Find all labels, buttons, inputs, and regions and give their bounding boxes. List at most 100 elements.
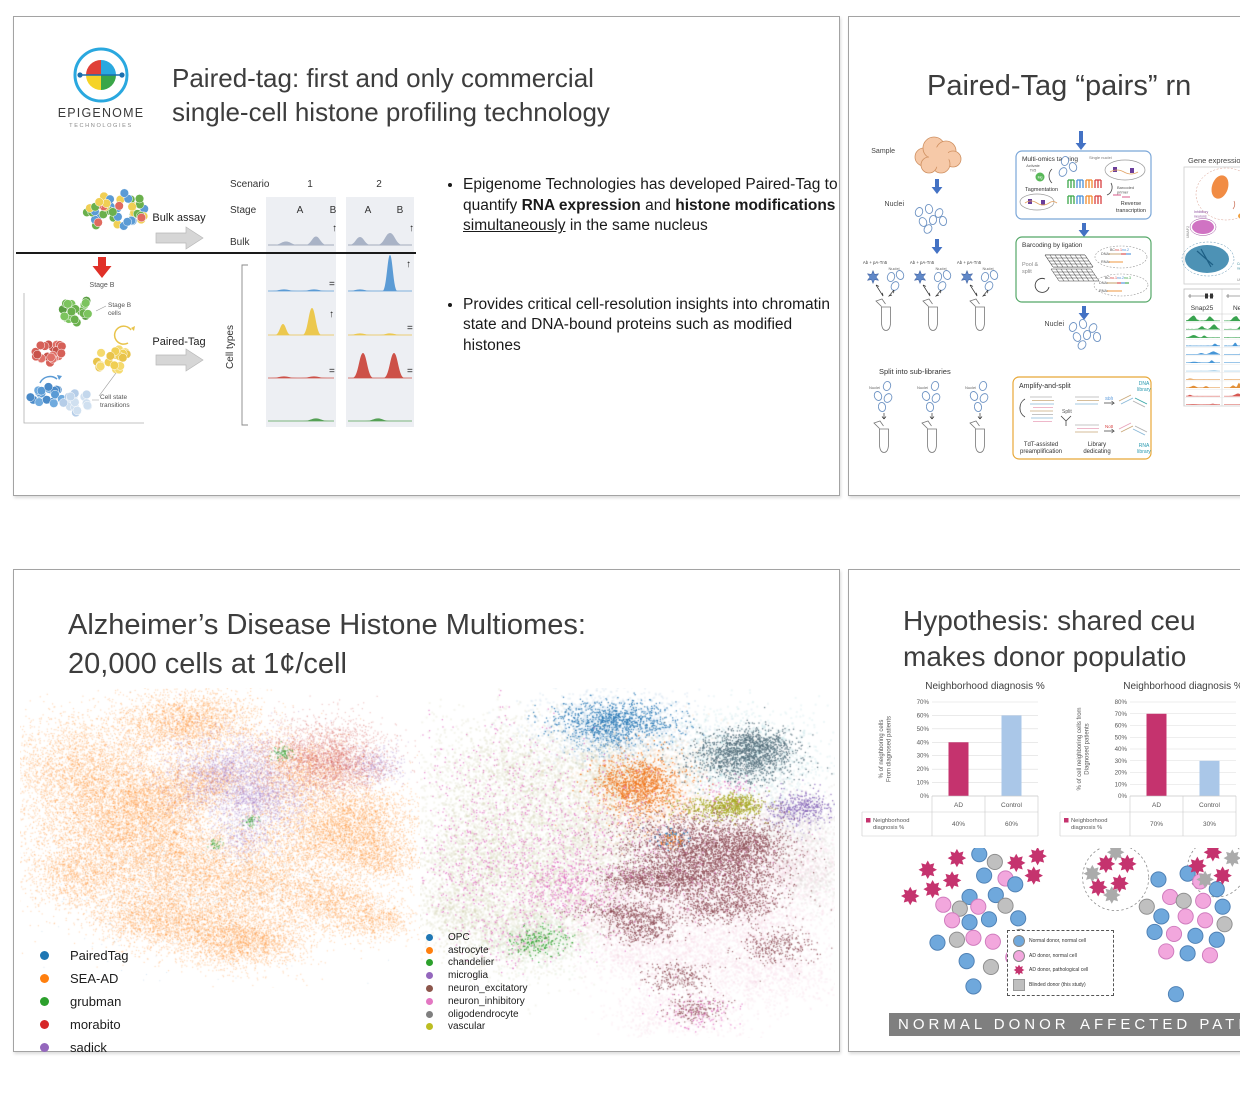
neighborhood-chart-normal: Neighborhood diagnosis %0%10%20%30%40%50… <box>856 676 1051 876</box>
legend-dot <box>426 1023 433 1031</box>
slide-paired-tag-intro[interactable]: EPIGENOME TECHNOLOGIES Paired-tag: first… <box>13 16 840 496</box>
cell-state-label-2: transitions <box>100 402 130 409</box>
tdt-label-1: TdT-assisted <box>1024 442 1058 448</box>
pathological-cell <box>1118 854 1137 874</box>
red-cell-cluster <box>31 339 67 368</box>
sub-library-group: Nuclei <box>917 380 942 453</box>
bulk-assay-arrow <box>155 226 204 250</box>
legend-label: PairedTag <box>70 948 129 963</box>
legend-label: vascular <box>448 1021 486 1033</box>
cell-dot <box>958 953 975 970</box>
peak <box>382 255 398 291</box>
y-tick-label: 60% <box>1115 723 1128 730</box>
svg-text:Nuclei: Nuclei <box>869 385 880 390</box>
cell-dot <box>929 934 946 951</box>
gray-pathological-cell <box>1103 886 1121 904</box>
workflow-diagram: Scenario 1 2 Stage A B A B Bulk Bulk ass… <box>16 179 416 427</box>
faded-blue-cell-cluster <box>58 388 93 418</box>
sbfi-arrow <box>1104 400 1115 406</box>
svg-text:Nuclei: Nuclei <box>917 385 928 390</box>
pathological-cell <box>1088 878 1108 897</box>
neighborhood-chart-affected: Neighborhood diagnosis %0%10%20%30%40%50… <box>1054 676 1240 876</box>
curve-arrow <box>1106 182 1113 196</box>
bar-Control <box>1001 715 1022 796</box>
cell-dot <box>951 900 968 917</box>
cell-dot <box>1197 912 1214 929</box>
cell-dot <box>1165 925 1183 942</box>
transcription-label: transcription <box>1116 208 1146 214</box>
bar-Control <box>1199 760 1220 796</box>
brand-name: EPIGENOME <box>58 106 145 120</box>
legend-label: OPC <box>448 931 470 943</box>
y-tick-label: 70% <box>1115 711 1128 718</box>
svg-text:Nuclei: Nuclei <box>965 385 976 390</box>
nucleus-sketch <box>1019 193 1055 211</box>
dna-library-label-2: library <box>1137 387 1151 393</box>
svg-text:Ab + pA-Tn5: Ab + pA-Tn5 <box>957 260 982 265</box>
cell-dot <box>1208 931 1225 948</box>
flow-arrow-down <box>1078 223 1090 237</box>
legend-item: astrocyte <box>426 944 528 957</box>
legend-label: astrocyte <box>448 944 489 956</box>
dashed-molecule-group <box>1094 245 1148 269</box>
split-arrow <box>1060 415 1072 426</box>
series-marker <box>1064 818 1069 823</box>
pathological-cell <box>1110 874 1129 893</box>
y-tick-label: 30% <box>917 753 930 760</box>
logo-quadrant-blue <box>101 60 116 75</box>
legend-item: vascular <box>426 1021 528 1034</box>
cell-dot <box>948 931 965 948</box>
bc-no1: no.1 <box>1110 276 1117 280</box>
pathological-cell <box>918 860 937 879</box>
umap1-axis-label: UMAP1 <box>1237 278 1240 282</box>
bar-AD <box>948 742 969 796</box>
cell-dot <box>1195 892 1212 909</box>
cell-dot <box>1179 865 1196 882</box>
normal-donor-label: NORMAL DONOR <box>889 1013 1079 1036</box>
cell-dot <box>943 912 961 929</box>
legend-label: neuron_inhibitory <box>448 995 525 1007</box>
svg-text:Nuclei: Nuclei <box>888 266 899 271</box>
cell-dot <box>1153 908 1170 925</box>
pool-label-2: split <box>1022 269 1032 275</box>
legend-item: morabito <box>40 1013 129 1036</box>
slide1-title-line2: single-cell histone profiling technology <box>172 97 610 128</box>
cell-types-bracket <box>241 264 248 426</box>
gray-pathological-cell <box>1083 864 1102 883</box>
slide-hypothesis[interactable]: Hypothesis: shared ceu makes donor popul… <box>848 569 1240 1052</box>
legend-label: SEA-AD <box>70 971 119 986</box>
nuclei-label: Nuclei <box>885 201 905 208</box>
paired-tag-label: Paired-Tag <box>152 336 205 348</box>
legend-dot <box>426 985 433 993</box>
legend-label: sadick <box>70 1040 107 1055</box>
library-label-1: Library <box>1088 442 1106 448</box>
peak <box>271 376 297 378</box>
mg-label: Mg <box>1038 176 1043 180</box>
y-tick-label: 0% <box>1118 793 1127 800</box>
series-label: diagnosis % <box>873 825 904 831</box>
dna-label: DNA: <box>1101 252 1110 256</box>
scenario-2: 2 <box>376 179 382 190</box>
cell-dot <box>984 933 1001 950</box>
cell-dot <box>987 886 1004 904</box>
tagmentation-label: Tagmentation <box>1025 187 1058 193</box>
scenario-label: Scenario <box>230 179 270 190</box>
pathological-cell <box>1096 854 1116 874</box>
legend-label: chandelier <box>448 957 495 969</box>
legend-dot <box>426 1010 433 1018</box>
y-tick-label: 70% <box>917 699 930 706</box>
legend-item: sadick <box>40 1036 129 1059</box>
slide1-title-line1: Paired-tag: first and only commercial <box>172 63 594 94</box>
gene-model-glyphs <box>1188 293 1240 299</box>
slide-paired-tag-workflow[interactable]: Paired-Tag “pairs” rn Sample Nuclei <box>848 16 1240 496</box>
y-tick-label: 50% <box>917 726 930 733</box>
slide-ad-multiomes[interactable]: Alzheimer’s Disease Histone Multiomes: 2… <box>13 569 840 1055</box>
primer-dashes <box>1113 194 1130 198</box>
star-legend-icon <box>1013 964 1025 976</box>
logo-dot-right <box>119 72 125 78</box>
legend-label: neuron_excitatory <box>448 983 528 995</box>
cell-dot <box>1162 888 1179 906</box>
cell-dot <box>1167 986 1185 1003</box>
